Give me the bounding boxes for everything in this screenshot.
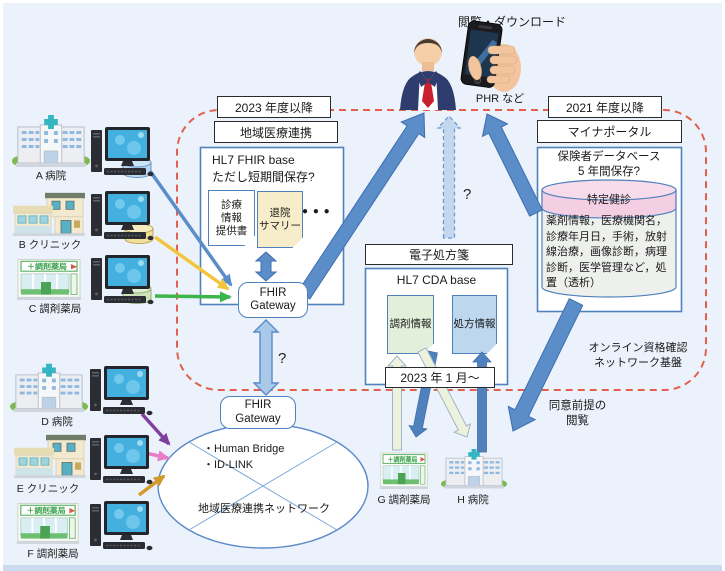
phr-label: PHR など <box>475 93 525 105</box>
fhir-gateway-upper: FHIR Gateway <box>238 282 308 318</box>
eprescription-title-box: 電子処方箋 <box>365 244 513 265</box>
arrow-eprescription-to-person-dashed <box>436 115 462 239</box>
question-mark-gateway: ? <box>278 350 287 367</box>
consent-view-label: 同意前提の 閲覧 <box>548 400 607 427</box>
clinic-b-icon <box>11 191 87 237</box>
arrow-f-to-network <box>137 474 166 497</box>
scope-dashed-border <box>176 109 707 391</box>
period-2021-box: 2021 年度以降 <box>548 96 662 118</box>
computer-b-icon <box>90 190 154 242</box>
hospital-h-icon <box>441 446 507 490</box>
bottom-strip <box>3 565 722 571</box>
double-arrow-docs-gateway <box>254 251 278 282</box>
db-items-text: 薬剤情報，医療機関名， 診療年月日，手術，放射 線治療，画像診断，病理 診断，医… <box>546 215 667 289</box>
cda-standard-label: HL7 CDA base <box>396 273 477 287</box>
tokutei-kenshin-label: 特定健診 <box>587 194 631 206</box>
ellipsis-dots: ● ● ● <box>302 206 331 217</box>
online-cert-network-label: オンライン資格確認 ネットワーク基盤 <box>588 342 688 369</box>
double-arrow-gateway-gateway <box>252 319 280 396</box>
facility-label-g: G 調剤薬局 <box>377 494 431 506</box>
arrow-b-to-gateway <box>153 235 230 291</box>
doc-discharge-summary: 退院 サマリー <box>257 191 304 249</box>
arrow-a-to-gateway <box>148 169 233 287</box>
person-icon <box>400 38 456 110</box>
facility-label-e: E クリニック <box>16 483 80 495</box>
computer-d-icon <box>89 365 153 417</box>
insurer-db-title: 保険者データベース 5 年間保存? <box>557 151 661 178</box>
arrow-d-to-network <box>140 412 171 446</box>
hospital-a-icon <box>12 111 90 169</box>
question-mark-phr: ? <box>463 186 472 203</box>
arrow-db-to-person <box>481 113 543 217</box>
mynaportal-title-box: マイナポータル <box>537 120 682 143</box>
computer-e-icon <box>89 434 153 486</box>
start-date-2023-box: 2023 年 1 月〜 <box>385 367 495 388</box>
pharmacy-c-icon <box>13 255 85 300</box>
ellipse-chord-2 <box>188 441 338 531</box>
pharmacy-f-icon <box>13 499 83 544</box>
clinic-e-icon <box>12 433 88 479</box>
fhir-standard-note: HL7 FHIR base ただし短期間保存? <box>212 153 315 184</box>
doc-prescription-info: 処方情報 <box>452 295 498 355</box>
facility-label-h: H 病院 <box>457 494 489 506</box>
period-2023-box: 2023 年度以降 <box>217 96 331 118</box>
doc-prescription-text: 処方情報 <box>453 318 496 330</box>
insurer-db-cylinder-icon <box>541 179 677 298</box>
arrow-db-to-hospital-h <box>507 298 584 432</box>
pharmacy-g-icon <box>377 449 431 489</box>
computer-f-icon <box>89 500 153 552</box>
facility-label-b: B クリニック <box>18 239 82 251</box>
facility-label-d: D 病院 <box>41 416 73 428</box>
doc-discharge-text: 退院 サマリー <box>259 206 301 232</box>
facility-label-a: A 病院 <box>35 170 67 182</box>
regional-cooperation-title-box: 地域医療連携 <box>214 121 338 143</box>
arrow-gateway-to-person <box>297 112 426 300</box>
facility-label-f: F 調剤薬局 <box>27 548 79 560</box>
facility-label-c: C 調剤薬局 <box>28 303 82 315</box>
computer-a-icon <box>90 126 154 178</box>
arrow-c-to-gateway <box>154 291 232 303</box>
hospital-d-icon <box>10 360 88 414</box>
smartphone-icon <box>460 20 521 92</box>
fhir-gateway-lower: FHIR Gateway <box>220 396 296 429</box>
doc-dispensing-text: 調剤情報 <box>389 318 432 330</box>
network-systems-label: ・Human Bridge ・ID-LINK <box>203 443 285 471</box>
computer-c-icon <box>90 254 154 306</box>
regional-network-label: 地域医療連携ネットワーク <box>198 503 330 515</box>
doc-referral-letter: 診療 情報 提供書 <box>208 190 256 247</box>
doc-dispensing-info: 調剤情報 <box>387 295 435 355</box>
doc-referral-text: 診療 情報 提供書 <box>215 198 248 237</box>
